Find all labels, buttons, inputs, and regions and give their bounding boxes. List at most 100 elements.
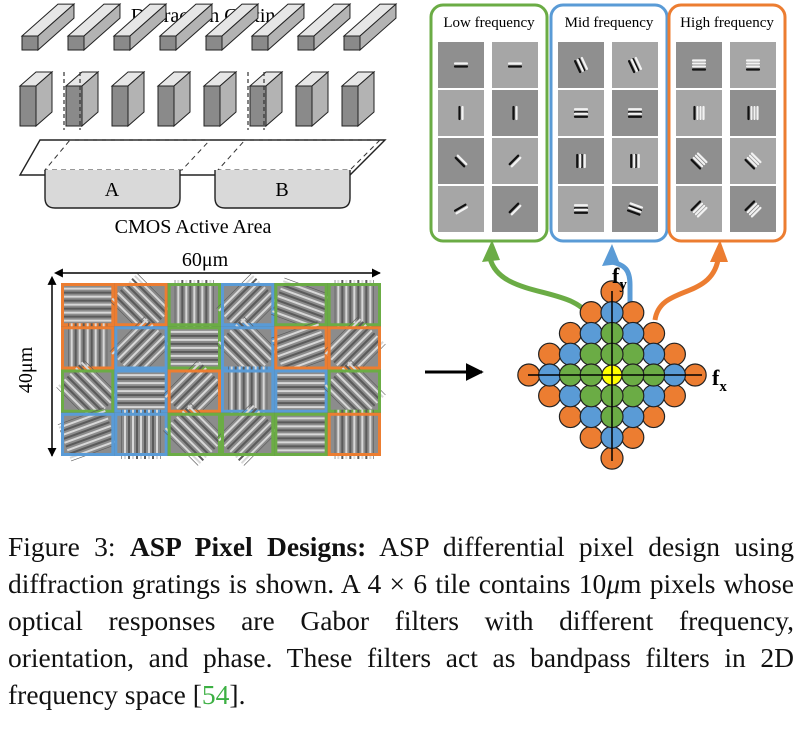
cmos-label: CMOS Active Area xyxy=(115,216,272,238)
caption-citation-link[interactable]: 54 xyxy=(201,679,230,710)
gabor-thumbnail xyxy=(730,90,776,136)
gabor-thumbnail xyxy=(612,186,658,232)
fx-label: fx xyxy=(712,365,727,395)
pixel-cell xyxy=(327,279,381,330)
frequency-point xyxy=(558,404,583,429)
grating-bar xyxy=(342,2,398,52)
grating-bar xyxy=(296,2,352,52)
gabor-thumbnail xyxy=(492,42,538,88)
pixel-cell xyxy=(274,412,328,456)
gabor-thumbnail xyxy=(676,90,722,136)
low-frequency-arrow xyxy=(487,257,593,321)
grating-bar xyxy=(204,2,260,52)
low-frequency-group: Low frequency xyxy=(429,3,549,243)
gabor-thumbnail xyxy=(492,90,538,136)
frequency-point xyxy=(621,301,645,325)
gabor-thumbnail xyxy=(612,42,658,88)
grating-bar xyxy=(66,2,122,52)
frequency-point xyxy=(662,342,686,366)
gabor-thumbnail xyxy=(730,138,776,184)
high-frequency-arrow xyxy=(652,259,721,321)
frequency-point xyxy=(558,342,583,366)
pixel-a-label: A xyxy=(105,179,120,201)
gabor-thumbnail xyxy=(730,186,776,232)
gabor-thumbnail xyxy=(676,42,722,88)
pixel-cell xyxy=(114,409,168,460)
group-title: Mid frequency xyxy=(565,15,654,31)
frequency-point xyxy=(579,321,603,346)
pixel-cell xyxy=(114,369,168,413)
caption-title: ASP Pixel Designs: xyxy=(129,531,367,562)
gabor-thumbnail xyxy=(438,90,484,136)
high-frequency-group: High frequency xyxy=(667,3,787,243)
gabor-thumbnail xyxy=(612,90,658,136)
pixel-cell xyxy=(271,277,331,332)
grating-bar xyxy=(20,2,76,52)
pixel-cell xyxy=(274,369,328,413)
frequency-point xyxy=(538,342,562,366)
mid-frequency-group: Mid frequency xyxy=(549,3,669,243)
gabor-thumbnail xyxy=(492,186,538,232)
grating-bar xyxy=(202,70,238,128)
frequency-point xyxy=(621,404,645,429)
gabor-thumbnail xyxy=(438,42,484,88)
grating-bar xyxy=(248,70,284,128)
pixel-cell xyxy=(327,409,381,460)
pixel-cell xyxy=(216,316,279,380)
pixel-b: B xyxy=(214,170,351,209)
pixel-cell xyxy=(61,323,115,373)
gabor-thumbnail xyxy=(558,42,604,88)
frequency-point xyxy=(641,342,666,366)
frequency-point xyxy=(579,342,603,366)
frequency-point xyxy=(558,321,583,346)
caption-end: ]. xyxy=(229,679,246,710)
grating-bar xyxy=(112,2,168,52)
caption-body-a: ASP differential pixel design using diff… xyxy=(8,531,794,599)
grating-bar xyxy=(18,70,54,128)
gabor-thumbnail xyxy=(492,138,538,184)
frequency-point xyxy=(579,384,603,408)
grating-bar xyxy=(294,70,330,128)
gabor-thumbnail xyxy=(730,42,776,88)
frequency-plane xyxy=(517,280,707,470)
grating-bar xyxy=(158,2,214,52)
pixel-b-label: B xyxy=(275,179,288,201)
frequency-point xyxy=(579,301,603,325)
pixel-a: A xyxy=(44,170,181,209)
frequency-point xyxy=(621,342,645,366)
diffraction-gratings xyxy=(18,2,398,128)
group-title: High frequency xyxy=(680,15,774,31)
frequency-point xyxy=(621,384,645,408)
caption-mu: μ xyxy=(606,568,621,599)
pixel-cell xyxy=(221,366,275,416)
frequency-point xyxy=(641,321,666,346)
width-label: 60μm xyxy=(182,249,229,271)
gabor-thumbnail xyxy=(558,90,604,136)
gabor-thumbnail xyxy=(676,138,722,184)
filter-groups: Low frequency Mid frequency High frequency xyxy=(429,3,787,243)
gabor-thumbnail xyxy=(558,138,604,184)
frequency-point xyxy=(641,384,666,408)
grating-guides xyxy=(63,72,265,130)
grating-bar xyxy=(64,70,100,128)
grating-bar xyxy=(156,70,192,128)
figure-3-diagram: Diffraction Gratings A B CMOS Active Are… xyxy=(15,2,787,470)
frequency-point xyxy=(558,384,583,408)
group-title: Low frequency xyxy=(443,15,535,31)
pixel-cell xyxy=(167,279,222,330)
pixel-cell xyxy=(167,326,222,370)
grating-bar xyxy=(340,70,376,128)
pixel-cell xyxy=(216,273,279,336)
gabor-thumbnail xyxy=(438,186,484,232)
height-label: 40μm xyxy=(15,346,37,393)
figure-caption: Figure 3: ASP Pixel Designs: ASP differe… xyxy=(8,528,794,713)
caption-body-b: m pixels whose optical responses are Gab… xyxy=(8,568,794,710)
grating-bar xyxy=(250,2,306,52)
frequency-point xyxy=(662,384,686,408)
pixel-cell xyxy=(61,283,115,327)
frequency-point xyxy=(621,425,645,449)
gabor-thumbnail xyxy=(438,138,484,184)
frequency-point xyxy=(641,404,666,429)
frequency-point xyxy=(579,404,603,429)
fy-label: fy xyxy=(612,263,627,293)
